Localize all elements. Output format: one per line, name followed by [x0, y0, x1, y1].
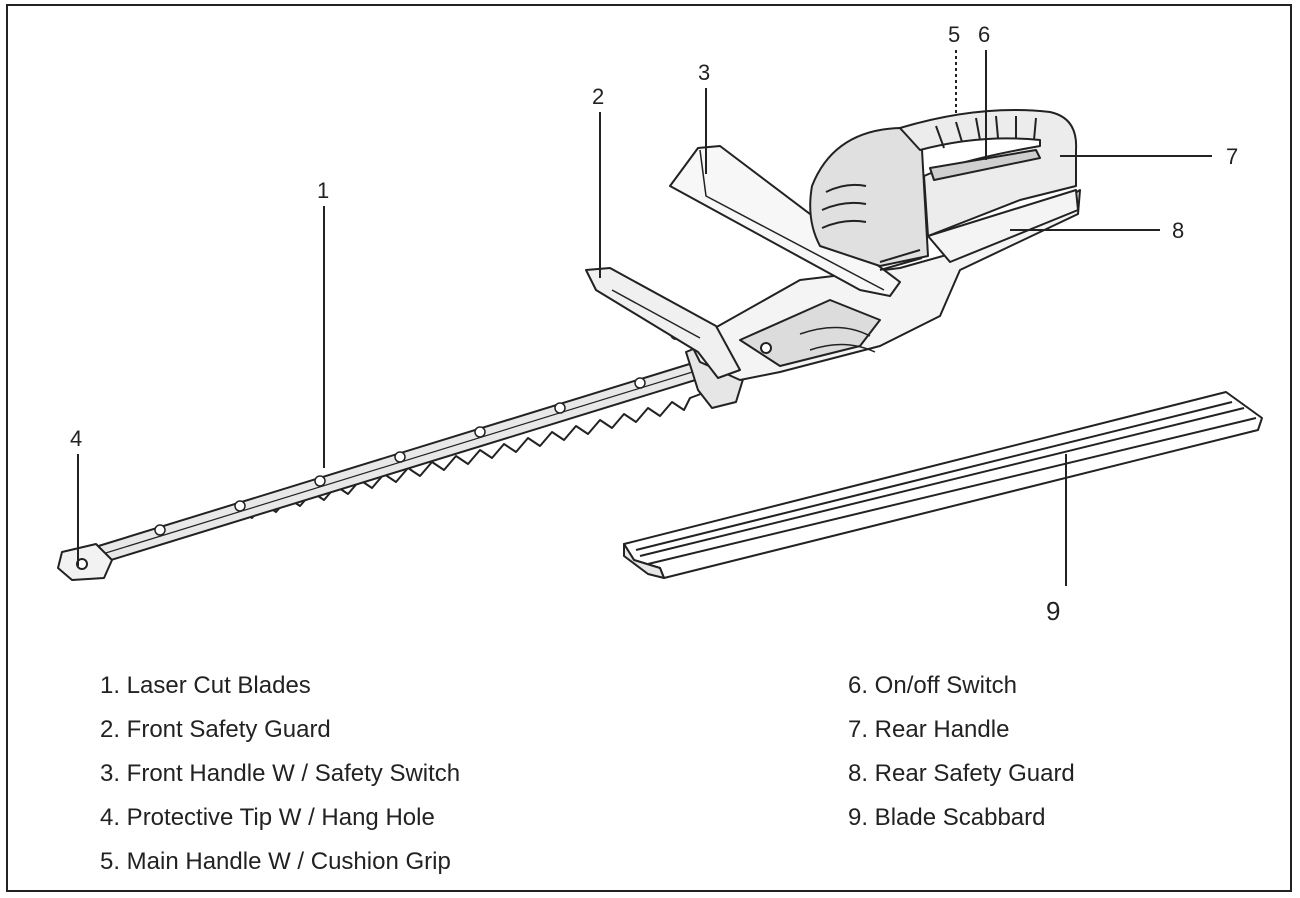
legend-left: 1. Laser Cut Blades 2. Front Safety Guar…	[100, 664, 460, 884]
legend-item: 9. Blade Scabbard	[848, 804, 1046, 831]
callout-4: 4	[70, 426, 82, 451]
leader-lines	[77, 50, 1212, 586]
callout-9: 9	[1046, 596, 1060, 626]
callout-8: 8	[1172, 218, 1184, 243]
callout-5: 5	[948, 22, 960, 47]
callout-3: 3	[698, 60, 710, 85]
legend-item: 5. Main Handle W / Cushion Grip	[100, 848, 451, 875]
legend-item: 8. Rear Safety Guard	[848, 760, 1075, 787]
cushion-grip-ridges	[935, 115, 1037, 149]
hedge-trimmer-diagram: 1 2 3 4 5 6 7 8 9	[57, 22, 1263, 626]
blade-scabbard	[623, 391, 1263, 579]
legend-item: 4. Protective Tip W / Hang Hole	[100, 804, 435, 831]
front-safety-guard	[585, 267, 741, 379]
callout-6: 6	[978, 22, 990, 47]
blade-rivets	[154, 377, 646, 536]
trimmer-body	[585, 109, 1081, 409]
legend-right: 6. On/off Switch 7. Rear Handle 8. Rear …	[848, 664, 1075, 840]
legend-item: 3. Front Handle W / Safety Switch	[100, 760, 461, 787]
legend-item: 7. Rear Handle	[848, 716, 1010, 743]
rear-safety-guard	[927, 189, 1079, 263]
legend-item: 2. Front Safety Guard	[100, 716, 331, 743]
callout-numbers: 1 2 3 4 5 6 7 8 9	[70, 22, 1238, 626]
legend-item: 1. Laser Cut Blades	[100, 672, 311, 699]
callout-7: 7	[1226, 144, 1238, 169]
front-handle	[669, 145, 901, 297]
vents	[821, 183, 923, 271]
motor-housing	[809, 127, 929, 267]
blade-illustration	[57, 361, 707, 581]
rear-handle	[899, 109, 1078, 237]
legend-item: 6. On/off Switch	[848, 672, 1017, 699]
callout-2: 2	[592, 84, 604, 109]
callout-1: 1	[317, 178, 329, 203]
on-off-switch	[929, 149, 1041, 181]
